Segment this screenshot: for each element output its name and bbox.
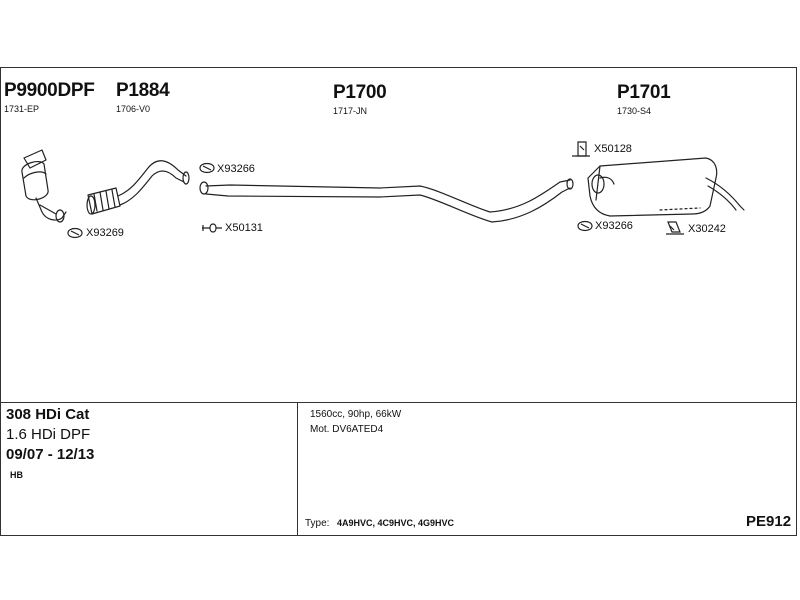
clamp-icon-x93266-b [577, 220, 593, 232]
ref-label-x50128: X50128 [594, 143, 632, 155]
part-sub-p9900dpf: 1731-EP [4, 104, 40, 114]
spec-type-label: Type: [305, 518, 330, 529]
vehicle-model: 308 HDi Cat [6, 406, 90, 423]
diagram-frame [0, 67, 797, 536]
bolt-icon-x50131 [202, 223, 222, 233]
divider-horizontal [0, 402, 797, 403]
ref-label-x30242: X30242 [688, 223, 726, 235]
divider-vertical [297, 402, 298, 536]
hanger-icon-x50128 [572, 141, 590, 157]
ref-label-x93269: X93269 [86, 227, 124, 239]
vehicle-years: 09/07 - 12/13 [6, 446, 95, 463]
part-sub-p1700: 1717-JN [333, 106, 368, 116]
part-code-p9900dpf: P9900DPF [4, 80, 95, 101]
vehicle-body: HB [10, 470, 23, 480]
part-sub-p1701: 1730-S4 [617, 106, 652, 116]
ref-label-x50131: X50131 [225, 222, 263, 234]
bracket-icon-x30242 [666, 221, 684, 235]
ref-label-x93266-b: X93266 [595, 220, 633, 232]
part-code-p1884: P1884 [116, 80, 170, 101]
ref-label-x93266-a: X93266 [217, 163, 255, 175]
clamp-icon-x93266-a [199, 162, 215, 174]
dpf-catalyst [21, 149, 67, 223]
spec-power: 1560cc, 90hp, 66kW [310, 409, 402, 420]
part-sub-p1884: 1706-V0 [116, 104, 151, 114]
rear-silencer [587, 157, 745, 217]
flex-pipe [86, 160, 190, 215]
spec-type-values: 4A9HVC, 4C9HVC, 4G9HVC [337, 518, 455, 528]
clamp-icon-x93269 [67, 227, 83, 239]
spec-motor: Mot. DV6ATED4 [310, 424, 384, 435]
part-code-p1700: P1700 [333, 82, 387, 103]
diagram-id: PE912 [746, 513, 792, 530]
vehicle-engine: 1.6 HDi DPF [6, 426, 91, 443]
part-code-p1701: P1701 [617, 82, 671, 103]
middle-pipe [199, 178, 574, 223]
